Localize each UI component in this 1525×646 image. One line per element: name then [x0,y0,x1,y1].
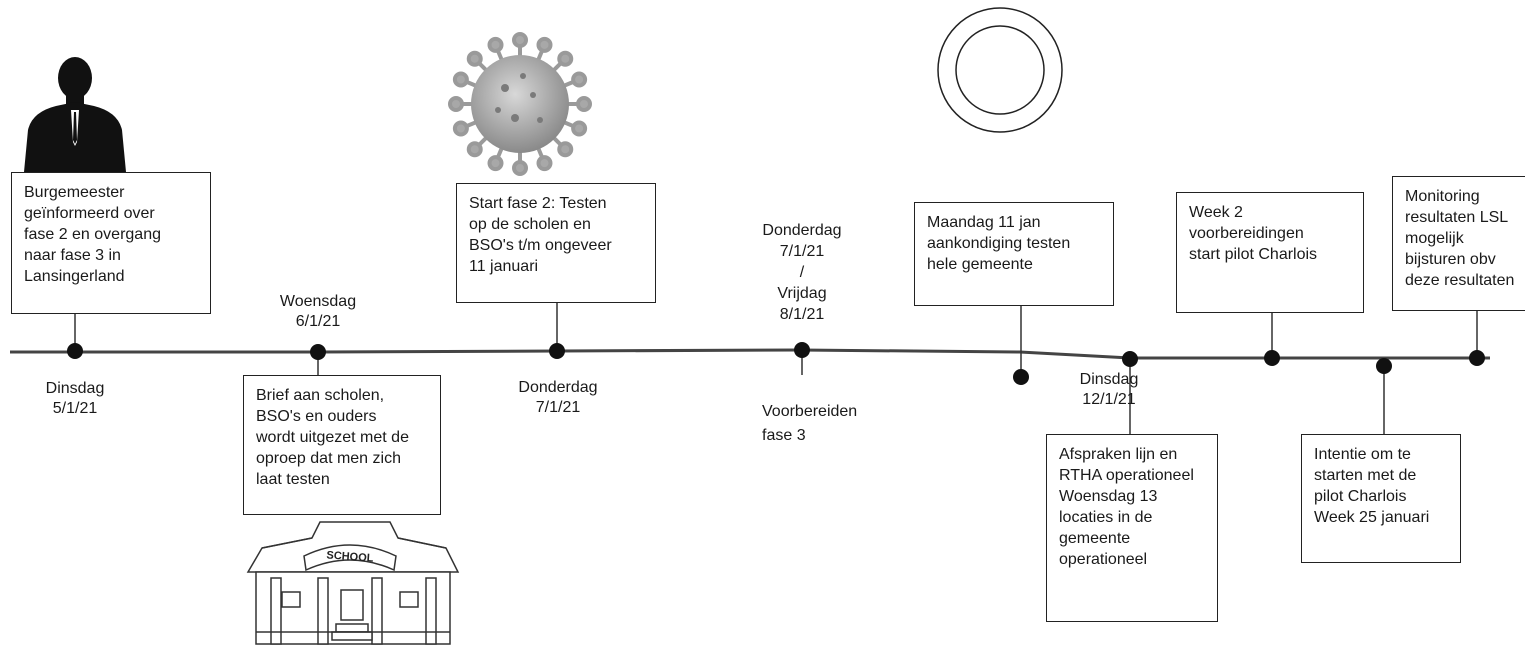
school-building-icon [246,521,460,645]
box-burgemeester: Burgemeester geïnformeerd over fase 2 en… [11,172,211,314]
virus-spike-tip [557,50,574,67]
node-maandag-11 [1013,369,1029,385]
box-week-2: Week 2 voorbereidingen start pilot Charl… [1176,192,1364,313]
virus-spike-tip [536,36,553,53]
box-start-fase-2: Start fase 2: Testen op de scholen en BS… [456,183,656,303]
node-woensdag-6 [310,344,326,360]
node-week-2 [1264,350,1280,366]
date-donderdag-vrijdag: Donderdag 7/1/21 / Vrijdag 8/1/21 [762,222,842,323]
node-dinsdag-12 [1122,351,1138,367]
node-dinsdag-5 [67,343,83,359]
virus-spike-tip [448,96,464,112]
note-voorbereiden-fase-3: Voorbereiden fase 3 [762,403,858,444]
virus-spike-tip [487,36,504,53]
virus-spike-tip [571,120,588,137]
date-woensdag-6-1: Woensdag 6/1/21 [279,293,357,330]
box-intentie: Intentie om te starten met de pilot Char… [1301,434,1461,563]
virus-spike-tip [557,141,574,158]
virus-spike-tip [571,71,588,88]
node-vrijdag-8 [794,342,810,358]
timeline-nodes [67,342,1485,385]
virus-spike-tip [452,71,469,88]
virus-spike-tip [487,155,504,172]
box-maandag-11-jan: Maandag 11 jan aankondiging testen hele … [914,202,1114,306]
virus-spike-tip [536,155,553,172]
box-afspraken: Afspraken lijn en RTHA operationeel Woen… [1046,434,1218,622]
box-monitoring: Monitoring resultaten LSL mogelijk bijst… [1392,176,1525,311]
node-donderdag-7 [549,343,565,359]
virus-spike-tip [576,96,592,112]
virus-icon [448,32,592,176]
person-silhouette-icon [24,57,126,172]
virus-spike-tip [452,120,469,137]
virus-spike-tip [466,50,483,67]
ring-icon [937,7,1063,133]
node-week-25 [1376,358,1392,374]
box-brief-aan-scholen: Brief aan scholen, BSO's en ouders wordt… [243,375,441,515]
date-donderdag-7-1: Donderdag 7/1/21 [518,379,598,416]
date-dinsdag-12-1: Dinsdag 12/1/21 [1079,371,1139,408]
virus-spike-tip [466,141,483,158]
date-dinsdag-5-1: Dinsdag 5/1/21 [45,380,105,417]
virus-spike-tip [512,32,528,48]
school-sign-text: SCHOOL [326,549,374,564]
node-monitoring [1469,350,1485,366]
virus-spike-tip [512,160,528,176]
